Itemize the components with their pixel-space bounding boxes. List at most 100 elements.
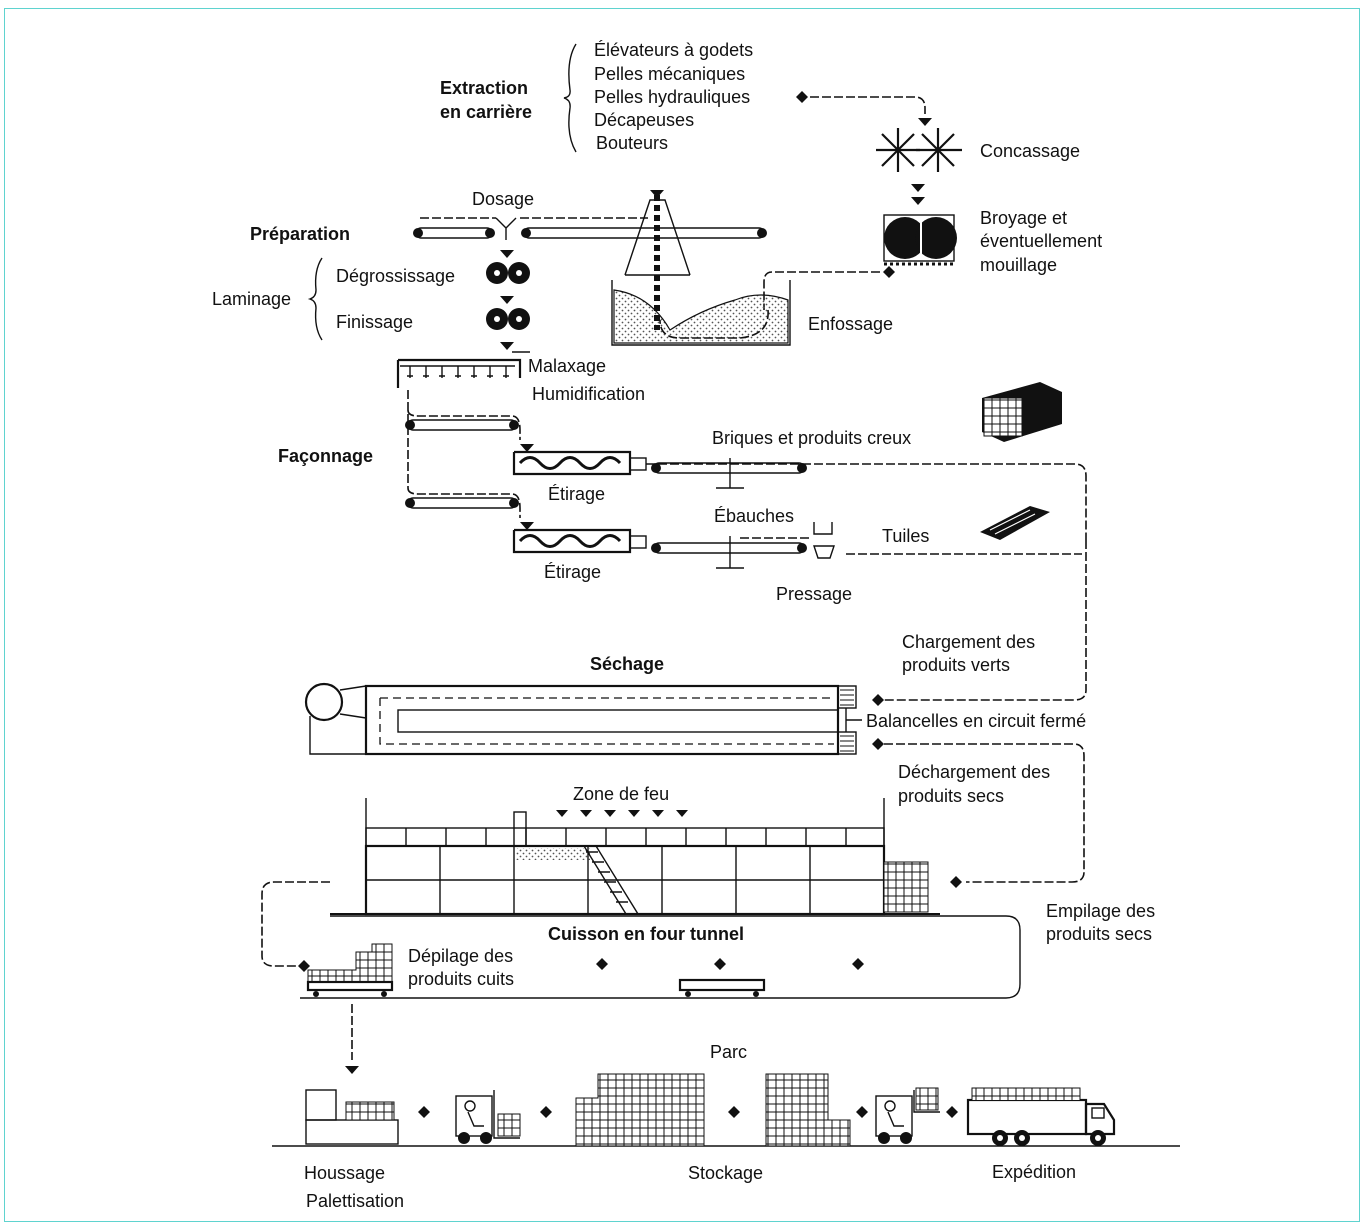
extruder-2 (512, 528, 647, 554)
houssage-label: Houssage (304, 1163, 385, 1183)
broyage-label-3: mouillage (980, 255, 1057, 275)
tuiles-label: Tuiles (882, 526, 929, 546)
ebauches-label: Ébauches (714, 506, 794, 526)
malaxage-label: Malaxage (528, 356, 606, 376)
palettisation-label: Palettisation (306, 1191, 404, 1211)
conveyor-to-crusher (810, 96, 926, 114)
press-icon (813, 522, 835, 559)
truck-icon (966, 1087, 1116, 1146)
balancelles-label: Balancelles en circuit fermé (866, 711, 1086, 731)
extraction-section: Extraction en carrière Élévateurs à gode… (440, 40, 932, 153)
packaging-machine (305, 1089, 337, 1121)
dechargement-label-1: Déchargement des (898, 762, 1050, 782)
storage-stack-1 (575, 1073, 705, 1147)
extraction-brace (563, 43, 577, 153)
enfossage-label: Enfossage (808, 314, 893, 334)
concassage-label: Concassage (980, 141, 1080, 161)
laminage-label: Laminage (212, 289, 291, 309)
dosage-belt-right (523, 227, 765, 239)
grinder-roller-icon (884, 217, 926, 259)
flow-arrow-icon (596, 958, 864, 970)
grinder-roller-icon (915, 217, 957, 259)
extraction-item: Pelles hydrauliques (594, 87, 750, 107)
chargement-label-1: Chargement des (902, 632, 1035, 652)
extraction-item: Pelles mécaniques (594, 64, 745, 84)
forklift-icon (875, 1087, 940, 1144)
flow-arrow-icon (500, 296, 514, 304)
storage-stack-2 (765, 1073, 851, 1147)
flow-arrow-icon (520, 522, 534, 530)
faconnage-section: Façonnage Briques et produits creux Étir… (278, 382, 1087, 604)
grinder: Broyage et éventuellement mouillage (763, 208, 1102, 310)
expedition-label: Expédition (992, 1162, 1076, 1182)
flow-arrow-icon (918, 118, 932, 126)
empilage-label-1: Empilage des (1046, 901, 1155, 921)
dosage-hopper (495, 217, 517, 240)
hollow-brick-icon (982, 382, 1062, 442)
flow-arrow-icon (911, 184, 925, 205)
conveyor-to-kiln (884, 743, 1085, 883)
conveyor-bricks (646, 463, 1087, 540)
faconnage-label: Façonnage (278, 446, 373, 466)
empilage-label-2: produits secs (1046, 924, 1152, 944)
kiln-car (678, 978, 766, 992)
depilage-label-1: Dépilage des (408, 946, 513, 966)
dosage-belt-left (415, 227, 493, 239)
roof-tile-icon (980, 506, 1050, 540)
pit-walls (611, 280, 791, 346)
flow-arrow-icon (946, 1106, 958, 1118)
extraction-label-1: Extraction (440, 78, 528, 98)
preparation-section: Préparation Dosage (250, 189, 767, 244)
mixer: Malaxage Humidification (396, 351, 645, 404)
forklift-icon (455, 1090, 521, 1144)
broyage-label-2: éventuellement (980, 231, 1102, 251)
flow-arrow-icon (520, 444, 534, 452)
forming-feed-conveyor (407, 390, 521, 488)
clay-heap (613, 289, 789, 344)
stacked-products (883, 861, 929, 913)
extraction-item: Élévateurs à godets (594, 40, 753, 60)
chargement-label-2: produits verts (902, 655, 1010, 675)
tunnel-kiln: Zone de feu Cuisson en four tunnel Empil… (300, 784, 1155, 999)
flow-arrow-icon (650, 190, 664, 198)
broyage-label-1: Broyage et (980, 208, 1067, 228)
dosage-label: Dosage (472, 189, 534, 209)
extraction-label-2: en carrière (440, 102, 532, 122)
preparation-label: Préparation (250, 224, 350, 244)
flow-arrow-icon (796, 91, 808, 103)
flow-arrow-icon (872, 694, 884, 706)
fire-arrows-icon (556, 810, 688, 817)
depilage-label-2: produits cuits (408, 969, 514, 989)
conveyor-to-dryer (882, 540, 1087, 701)
flow-arrow-icon (500, 342, 514, 350)
storage-pit: Enfossage (611, 190, 893, 346)
flow-arrow-icon (883, 266, 895, 278)
fired-products-stack (306, 943, 394, 997)
etirage-2-label: Étirage (544, 562, 601, 582)
extruder-1 (512, 450, 647, 476)
flow-arrow-icon (872, 738, 884, 750)
flow-arrow-icon (418, 1106, 430, 1118)
flow-arrow-icon (856, 1106, 868, 1118)
flow-arrow-icon (728, 1106, 740, 1118)
zone-feu-label: Zone de feu (573, 784, 669, 804)
laminage-brace (307, 257, 323, 341)
flow-arrow-icon (950, 876, 962, 888)
diagram-frame (4, 8, 1360, 1222)
extraction-item: Bouteurs (596, 133, 668, 153)
conveyor-to-pit (763, 271, 880, 310)
conveyor-kiln-return (261, 881, 330, 967)
extraction-item: Décapeuses (594, 110, 694, 130)
flow-arrow-icon (540, 1106, 552, 1118)
finissage-label: Finissage (336, 312, 413, 332)
crusher: Concassage (876, 128, 1080, 205)
laminage-section: Laminage Dégrossissage Finissage (212, 250, 530, 350)
flow-arrow-icon (298, 960, 310, 972)
cuisson-label: Cuisson en four tunnel (548, 924, 744, 944)
degrossissage-label: Dégrossissage (336, 266, 455, 286)
dryer: Séchage Balancelles en circuit fermé (304, 654, 1086, 756)
mixer-trough (396, 358, 522, 388)
briques-label: Briques et produits creux (712, 428, 911, 448)
crusher-star-icon (876, 128, 962, 172)
